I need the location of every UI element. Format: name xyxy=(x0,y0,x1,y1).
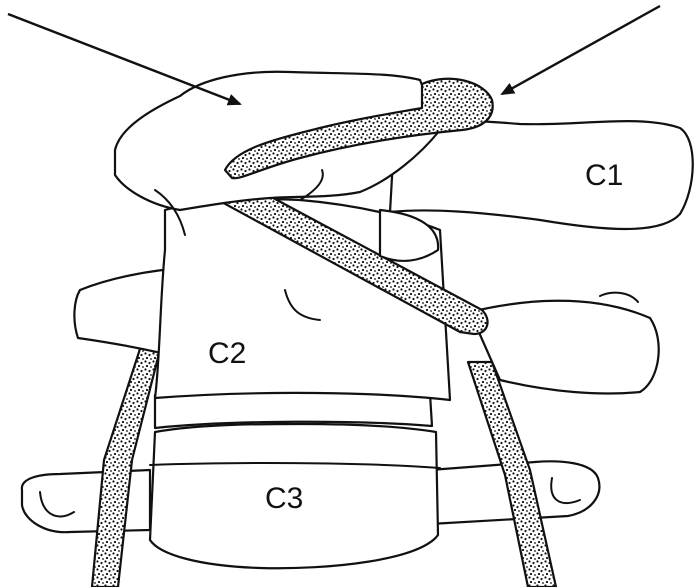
c2-right-facet xyxy=(600,293,638,302)
arrow-right xyxy=(502,6,660,94)
c2-vertebra xyxy=(74,199,658,400)
c1-lateral-mass-right xyxy=(380,210,438,261)
label-c3: C3 xyxy=(265,482,303,515)
label-c1: C1 xyxy=(585,159,623,192)
label-c2: C2 xyxy=(208,337,246,370)
arrow-left xyxy=(8,14,240,104)
